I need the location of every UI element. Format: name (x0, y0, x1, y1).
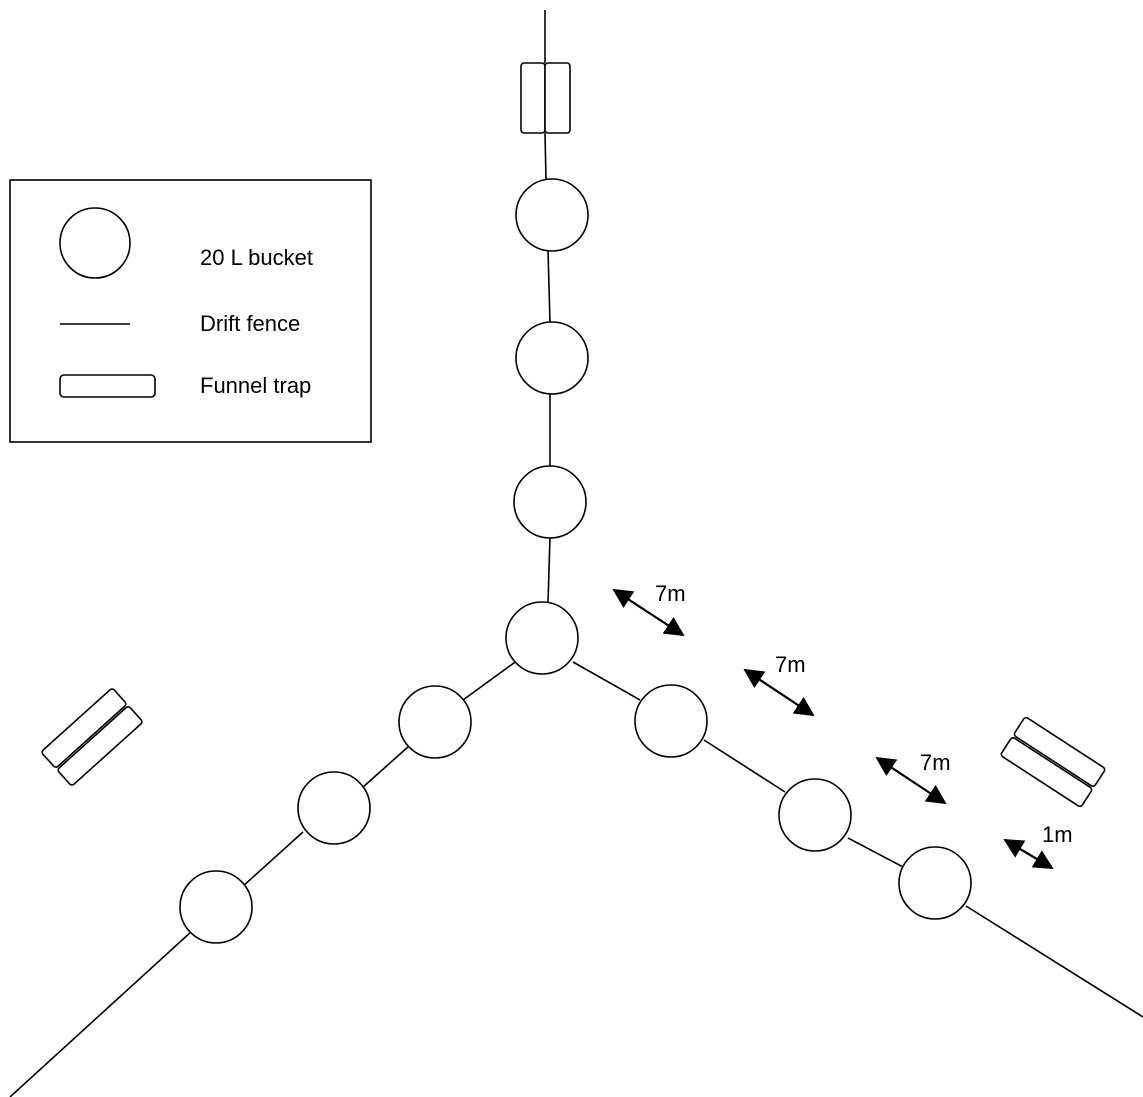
distance-arrow (1003, 838, 1054, 870)
drift-fence (547, 249, 551, 324)
drift-fence (9, 930, 193, 1097)
drift-fence (572, 661, 641, 701)
distance-label: 7m (920, 750, 951, 775)
funnel-trap (520, 62, 546, 134)
funnel-trap (41, 688, 127, 768)
drift-fence (703, 739, 786, 793)
bucket (513, 465, 587, 539)
bucket (297, 771, 371, 845)
distance-label: 1m (1042, 822, 1073, 847)
funnel-traps (41, 62, 1106, 808)
drift-fences (9, 10, 1143, 1097)
bucket (778, 778, 852, 852)
drift-fence (547, 536, 551, 604)
bucket (515, 321, 589, 395)
drift-fence (965, 905, 1143, 1018)
drift-fence (847, 837, 906, 869)
bucket (515, 178, 589, 252)
legend-funnel-trap-label: Funnel trap (200, 373, 311, 398)
bucket (398, 685, 472, 759)
distance-arrow (743, 668, 815, 717)
bucket (179, 870, 253, 944)
distance-label: 7m (655, 581, 686, 606)
legend-fence-label: Drift fence (200, 311, 300, 336)
distance-label: 7m (775, 652, 806, 677)
bucket (898, 846, 972, 920)
distance-markers: 7m 7m 7m 1m (612, 581, 1073, 870)
legend-bucket-symbol (59, 207, 131, 279)
drift-fence (544, 132, 547, 181)
distance-arrow (612, 588, 685, 637)
distance-arrow (875, 756, 947, 805)
legend: 20 L bucket Drift fence Funnel trap (9, 179, 372, 443)
legend-box (9, 179, 372, 443)
drift-fence (462, 659, 519, 701)
funnel-trap (57, 706, 143, 786)
legend-funnel-trap-symbol (59, 374, 156, 398)
drift-fence (241, 831, 304, 888)
funnel-trap (1013, 716, 1106, 787)
drift-fence (361, 745, 410, 789)
funnel-trap (1000, 737, 1093, 808)
legend-bucket-label: 20 L bucket (200, 245, 313, 270)
buckets (179, 178, 972, 944)
bucket (634, 684, 708, 758)
bucket-center (505, 601, 579, 675)
funnel-trap (544, 62, 571, 134)
